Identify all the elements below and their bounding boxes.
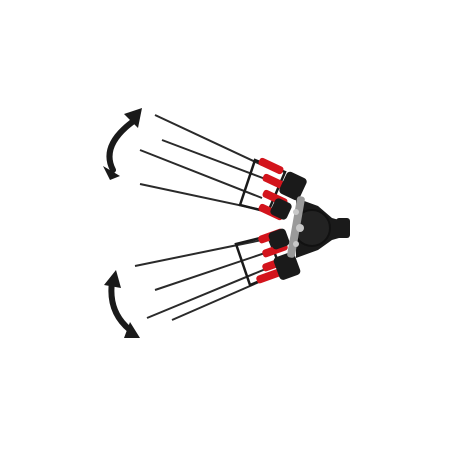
bracket-bolt — [293, 241, 299, 247]
rod — [154, 114, 263, 166]
black-end-cap — [270, 198, 292, 220]
bracket-bolt — [293, 209, 299, 215]
black-end-cap — [279, 171, 307, 201]
lower-rod-group — [134, 228, 301, 321]
upper-curved-double-arrow-icon — [103, 108, 142, 180]
rod — [154, 251, 269, 291]
mount-knob — [336, 218, 350, 238]
red-socket — [258, 157, 284, 175]
black-end-cap — [273, 252, 301, 280]
rod — [146, 267, 269, 319]
lower-curved-double-arrow-icon — [104, 270, 140, 338]
upper-wire-frame — [238, 158, 287, 214]
black-end-cap — [268, 228, 290, 250]
rod — [134, 239, 263, 267]
central-hub — [287, 196, 350, 258]
upper-rod-group — [139, 114, 307, 221]
rod — [139, 149, 263, 199]
red-socket — [256, 268, 282, 284]
bracket-bolt — [296, 224, 304, 232]
metal-bracket — [287, 196, 305, 258]
